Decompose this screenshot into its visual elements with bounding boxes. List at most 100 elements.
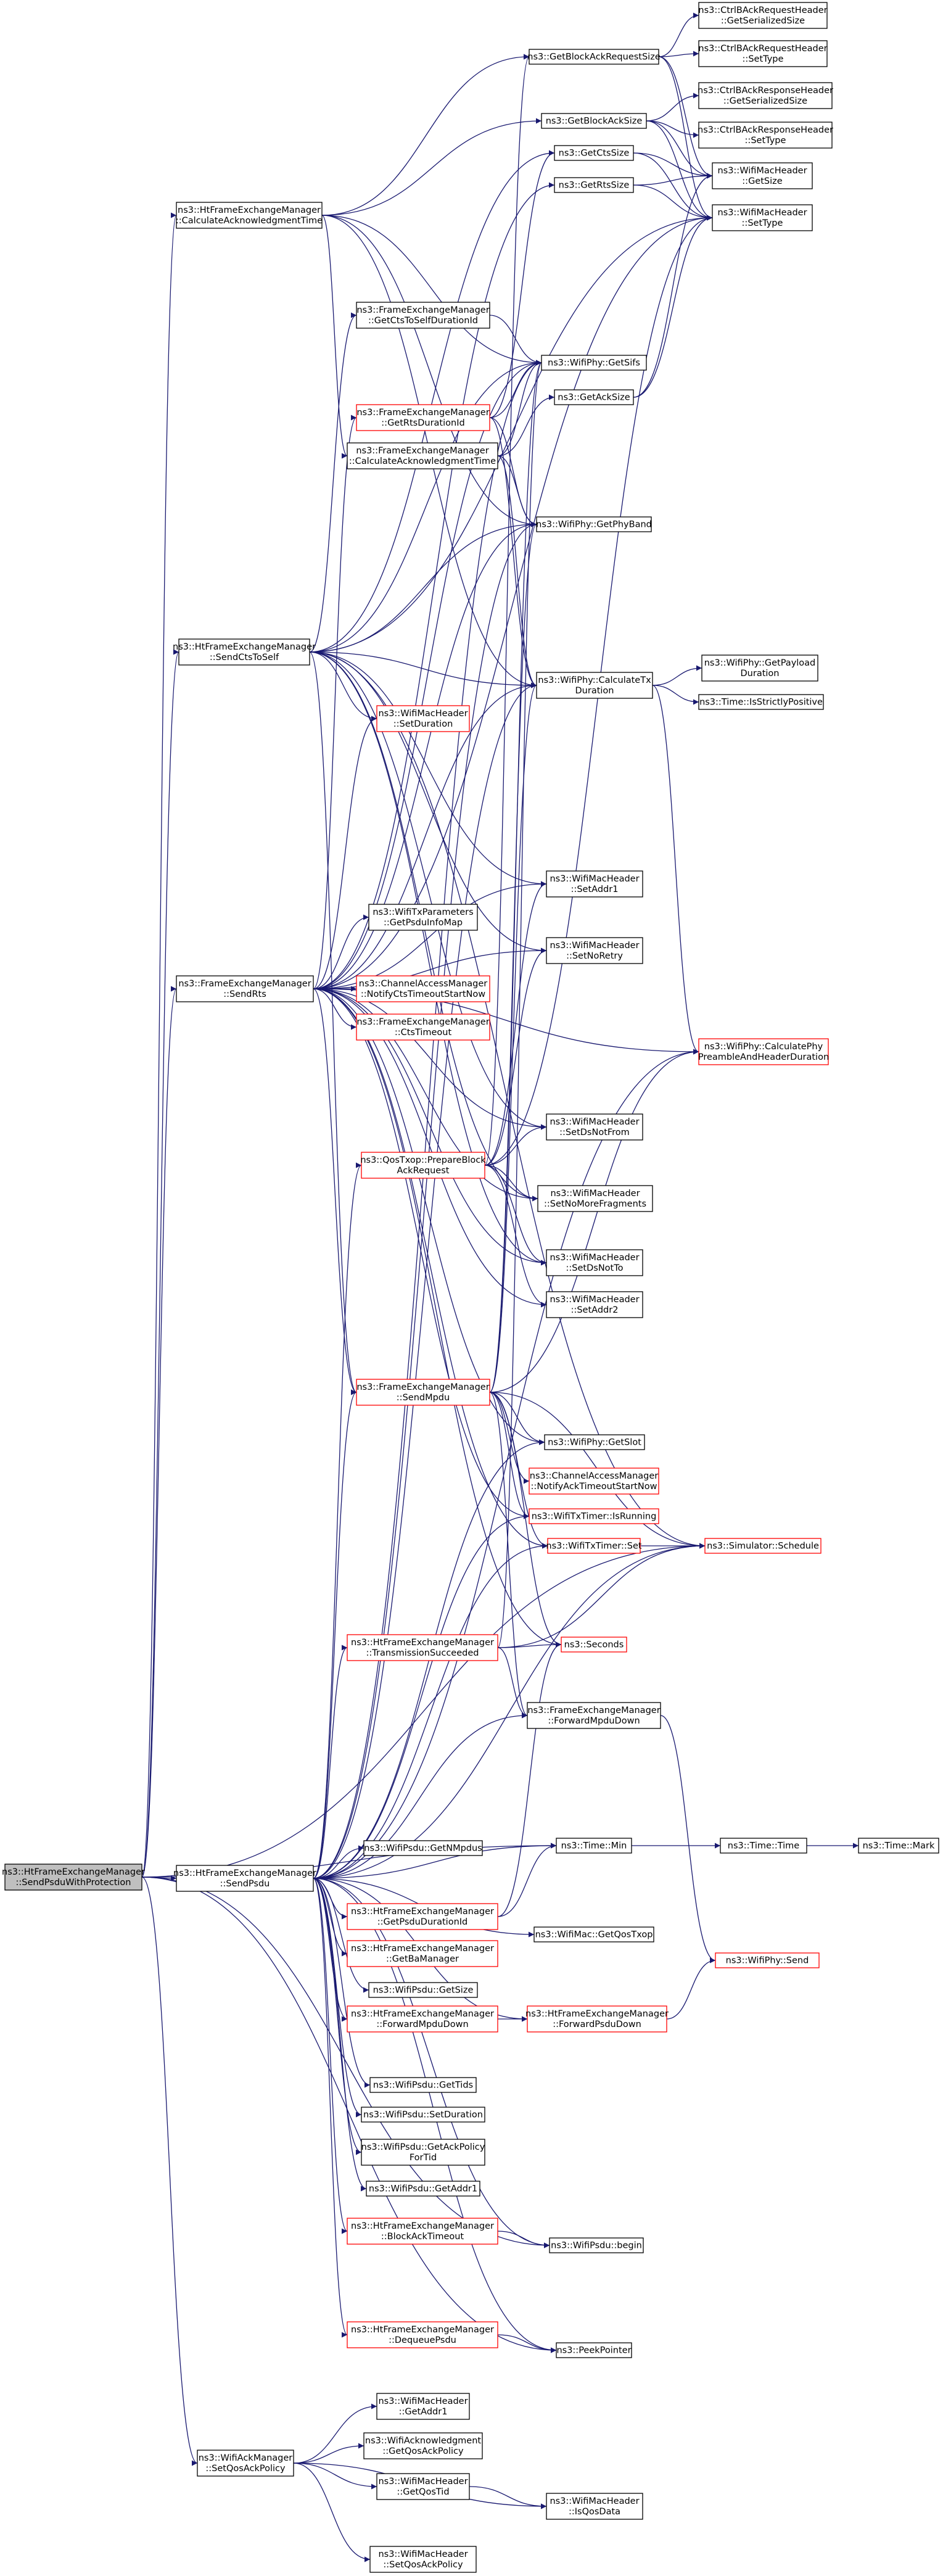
node-calcAckTimeFem[interactable]: ns3::FrameExchangeManager::CalculateAckn… <box>347 442 498 469</box>
node-label-line: ns3::WifiPhy::CalculatePhy <box>704 1042 823 1052</box>
node-timeMin[interactable]: ns3::Time::Min <box>556 1838 632 1854</box>
node-notifyCtsTimeout[interactable]: ns3::ChannelAccessManager::NotifyCtsTime… <box>356 975 490 1002</box>
node-macSetAddr2[interactable]: ns3::WifiMacHeader::SetAddr2 <box>546 1291 643 1318</box>
edge-sendRts-to-ctsTimeout <box>313 988 357 1030</box>
node-label-line: ::SendRts <box>223 989 266 999</box>
node-transSucceeded[interactable]: ns3::HtFrameExchangeManager::Transmissio… <box>347 1634 498 1661</box>
node-txTimerIsRunning[interactable]: ns3::WifiTxTimer::IsRunning <box>529 1508 659 1524</box>
node-getSifs[interactable]: ns3::WifiPhy::GetSifs <box>541 355 647 371</box>
node-femForwardMpdu[interactable]: ns3::FrameExchangeManager::ForwardMpduDo… <box>527 1702 661 1729</box>
node-label-line: ns3::Seconds <box>564 1640 624 1650</box>
node-psduGetSize[interactable]: ns3::WifiPsdu::GetSize <box>368 1982 478 1998</box>
node-label-line: ::BlockAckTimeout <box>381 2232 464 2242</box>
node-calcAckTimeHt[interactable]: ns3::HtFrameExchangeManager::CalculateAc… <box>176 202 323 229</box>
node-box <box>529 1508 659 1524</box>
node-getRtsDurId[interactable]: ns3::FrameExchangeManager::GetRtsDuratio… <box>356 404 490 431</box>
edge-getBlockAckSize-to-ctrlBArspSetType <box>646 120 699 138</box>
node-ctsTimeout[interactable]: ns3::FrameExchangeManager::CtsTimeout <box>356 1013 490 1041</box>
node-getQosTid[interactable]: ns3::WifiMacHeader::GetQosTid <box>376 2473 470 2500</box>
node-psduBegin[interactable]: ns3::WifiPsdu::begin <box>549 2237 644 2253</box>
node-setQosAckPolicy[interactable]: ns3::WifiAckManager::SetQosAckPolicy <box>197 2450 294 2477</box>
node-macSetDsNotTo[interactable]: ns3::WifiMacHeader::SetDsNotTo <box>546 1249 643 1276</box>
node-sendMpdu[interactable]: ns3::FrameExchangeManager::SendMpdu <box>356 1379 490 1406</box>
node-box <box>698 2 828 29</box>
node-label-line: ::SetDsNotTo <box>566 1263 624 1273</box>
node-sendPsdu[interactable]: ns3::HtFrameExchangeManager::SendPsdu <box>173 1865 316 1892</box>
node-sendRts[interactable]: ns3::FrameExchangeManager::SendRts <box>176 975 314 1002</box>
node-timeTime[interactable]: ns3::Time::Time <box>720 1838 807 1854</box>
node-psduGetAddr1[interactable]: ns3::WifiPsdu::GetAddr1 <box>366 2181 480 2197</box>
node-macSetQosAckPolicy[interactable]: ns3::WifiMacHeader::SetQosAckPolicy <box>369 2546 477 2573</box>
node-htForwardPsdu[interactable]: ns3::HtFrameExchangeManager::ForwardPsdu… <box>525 2005 669 2033</box>
node-isStrictlyPos[interactable]: ns3::Time::IsStrictlyPositive <box>698 694 824 710</box>
node-box <box>361 2107 485 2123</box>
node-getQosTxop[interactable]: ns3::WifiMac::GetQosTxop <box>533 1926 654 1942</box>
edge-sendCtsToSelf-to-macSetAddr1 <box>309 651 547 887</box>
node-sendCtsToSelf[interactable]: ns3::HtFrameExchangeManager::SendCtsToSe… <box>173 638 316 666</box>
node-label-line: ::SetNoRetry <box>566 951 623 961</box>
node-ctrlBArqSetType[interactable]: ns3::CtrlBAckRequestHeader::SetType <box>698 40 828 67</box>
node-ctrlBArqGetSer[interactable]: ns3::CtrlBAckRequestHeader::GetSerialize… <box>698 2 828 29</box>
node-macSetNoMoreFrag[interactable]: ns3::WifiMacHeader::SetNoMoreFragments <box>537 1185 653 1212</box>
node-getPsduInfoMap[interactable]: ns3::WifiTxParameters::GetPsduInfoMap <box>368 904 478 931</box>
node-getPhyBand[interactable]: ns3::WifiPhy::GetPhyBand <box>536 516 652 532</box>
node-label-line: ::IsQosData <box>569 2507 620 2517</box>
node-isQosData[interactable]: ns3::WifiMacHeader::IsQosData <box>546 2493 643 2520</box>
node-label-line: ns3::WifiPhy::GetPhyBand <box>536 520 652 530</box>
node-notifyAckTimeout[interactable]: ns3::ChannelAccessManager::NotifyAckTime… <box>529 1468 659 1495</box>
node-ctrlBArspSetType[interactable]: ns3::CtrlBAckResponseHeader::SetType <box>698 122 833 149</box>
node-macSetType[interactable]: ns3::WifiMacHeader::SetType <box>712 204 813 231</box>
node-timeMark[interactable]: ns3::Time::Mark <box>858 1838 939 1854</box>
node-getAckSize[interactable]: ns3::GetAckSize <box>554 389 634 405</box>
node-htForwardMpdu[interactable]: ns3::HtFrameExchangeManager::ForwardMpdu… <box>347 2005 498 2033</box>
node-label-line: ::GetRtsDurationId <box>381 418 464 428</box>
node-getBlockAckSize[interactable]: ns3::GetBlockAckSize <box>541 113 647 129</box>
node-getBaManager[interactable]: ns3::HtFrameExchangeManager::GetBaManage… <box>347 1940 498 1967</box>
node-phySend[interactable]: ns3::WifiPhy::Send <box>715 1952 820 1968</box>
node-dequeuePsdu[interactable]: ns3::HtFrameExchangeManager::DequeuePsdu <box>347 2321 498 2348</box>
node-seconds[interactable]: ns3::Seconds <box>561 1637 627 1653</box>
node-setDuration[interactable]: ns3::WifiPsdu::SetDuration <box>361 2107 485 2123</box>
edge-sendRts-to-macSetType <box>313 215 713 989</box>
node-getNMpdus[interactable]: ns3::WifiPsdu::GetNMpdus <box>363 1840 483 1856</box>
edge-sendMpdu-to-txTimerIsRunning <box>489 1392 530 1519</box>
node-txTimerSet[interactable]: ns3::WifiTxTimer::Set <box>546 1538 642 1554</box>
edge-sendRts-to-getPsduInfoMap <box>313 914 369 989</box>
node-macGetSize[interactable]: ns3::WifiMacHeader::GetSize <box>712 162 813 189</box>
node-getCtsSize[interactable]: ns3::GetCtsSize <box>554 145 634 161</box>
node-label-line: ::CtsTimeout <box>395 1028 452 1038</box>
node-macSetDsNotFrom[interactable]: ns3::WifiMacHeader::SetDsNotFrom <box>546 1113 643 1141</box>
edge-sendRts-to-txTimerSet <box>313 988 548 1549</box>
node-box <box>376 705 470 732</box>
node-macSetDuration[interactable]: ns3::WifiMacHeader::SetDuration <box>376 705 470 732</box>
node-macGetAddr1[interactable]: ns3::WifiMacHeader::GetAddr1 <box>376 2393 470 2420</box>
edge-calcAckTimeFem-to-getPhyBand <box>497 455 537 527</box>
node-getBlockAckReqSize[interactable]: ns3::GetBlockAckRequestSize <box>527 49 661 65</box>
edge-getPsduDurId-to-timeMin <box>497 1843 557 1917</box>
node-label-line: ::GetSerializedSize <box>721 16 805 26</box>
node-getRtsSize[interactable]: ns3::GetRtsSize <box>554 177 634 193</box>
node-blockAckTimeout[interactable]: ns3::HtFrameExchangeManager::BlockAckTim… <box>347 2218 498 2245</box>
node-peekPointer[interactable]: ns3::PeekPointer <box>556 2342 632 2358</box>
node-macSetNoRetry[interactable]: ns3::WifiMacHeader::SetNoRetry <box>546 937 643 964</box>
node-getPsduDurId[interactable]: ns3::HtFrameExchangeManager::GetPsduDura… <box>347 1903 498 1930</box>
node-getQosAckPolicy[interactable]: ns3::WifiAcknowledgment::GetQosAckPolicy <box>363 2432 483 2459</box>
node-label-line: ::SendMpdu <box>397 1393 450 1403</box>
node-calcPhyPreamble[interactable]: ns3::WifiPhy::CalculatePhyPreambleAndHea… <box>698 1038 829 1065</box>
edge-sendPsdu-to-txTimerIsRunning <box>313 1513 530 1879</box>
node-getCtsToSelfDur[interactable]: ns3::FrameExchangeManager::GetCtsToSelfD… <box>356 302 490 329</box>
edge-calcAckTimeHt-to-getPhyBand <box>321 215 537 527</box>
node-label-line: ns3::HtFrameExchangeManager <box>173 1868 316 1878</box>
node-label-line: ns3::WifiAckManager <box>199 2453 293 2463</box>
node-macSetAddr1[interactable]: ns3::WifiMacHeader::SetAddr1 <box>546 870 643 898</box>
node-getTids[interactable]: ns3::WifiPsdu::GetTids <box>369 2077 477 2093</box>
node-getSlot[interactable]: ns3::WifiPhy::GetSlot <box>544 1434 645 1450</box>
node-schedule[interactable]: ns3::Simulator::Schedule <box>704 1538 822 1554</box>
node-box <box>356 302 490 329</box>
node-ctrlBArspGetSer[interactable]: ns3::CtrlBAckResponseHeader::GetSerializ… <box>698 82 833 109</box>
